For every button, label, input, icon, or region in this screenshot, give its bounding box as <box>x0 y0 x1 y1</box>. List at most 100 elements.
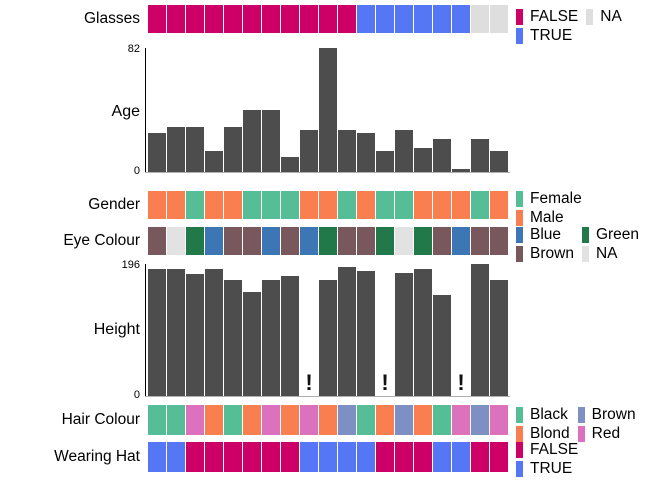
legend-label: Male <box>530 208 564 226</box>
tile <box>148 191 167 219</box>
legend-swatch-icon <box>516 8 523 25</box>
missing-value-marker: ! <box>457 370 465 395</box>
bar-slot <box>452 48 471 172</box>
legend-item[interactable]: FALSE <box>516 440 578 459</box>
legend-item[interactable]: FALSE <box>516 7 578 26</box>
tile <box>471 227 490 255</box>
bar-slot <box>167 264 186 396</box>
tile-strip-glasses <box>148 5 508 33</box>
legend-swatch-icon <box>516 460 523 477</box>
legend-item[interactable]: Blue <box>516 225 574 244</box>
legend-label: FALSE <box>530 440 579 458</box>
bar-slot: ! <box>300 264 319 396</box>
missing-value-marker: ! <box>381 370 389 395</box>
tile <box>205 5 224 33</box>
bar <box>167 269 185 396</box>
tile <box>167 191 186 219</box>
bar-slot <box>224 264 243 396</box>
bar-slot <box>262 48 281 172</box>
legend-label: Green <box>595 225 640 243</box>
legend-label: NA <box>595 244 618 262</box>
legend-item[interactable]: Brown <box>516 244 574 263</box>
tile <box>395 442 414 472</box>
tile <box>205 191 224 219</box>
bar <box>395 129 413 172</box>
row-age: 82 0 Age <box>0 44 672 177</box>
tile <box>433 442 452 472</box>
legend-label: Brown <box>530 244 574 262</box>
tile <box>414 227 433 255</box>
tile <box>262 442 281 472</box>
tile <box>395 227 414 255</box>
legend-item[interactable]: TRUE <box>516 459 578 478</box>
bar <box>262 110 280 172</box>
bar-slot <box>281 48 300 172</box>
tile <box>414 5 433 33</box>
bar-slot <box>338 48 357 172</box>
bar <box>205 150 223 172</box>
tile <box>490 405 508 435</box>
tile <box>338 227 357 255</box>
tile <box>167 227 186 255</box>
legend-item[interactable]: Red <box>577 424 636 443</box>
legend-item[interactable]: NA <box>581 244 639 263</box>
tile <box>433 405 452 435</box>
legend-label: NA <box>600 7 622 25</box>
bar-slot <box>167 48 186 172</box>
bar-slot <box>471 264 490 396</box>
legend-item[interactable]: Female <box>516 189 582 208</box>
legend-item[interactable]: Blond <box>516 424 570 443</box>
bar <box>319 48 337 172</box>
tile <box>490 227 508 255</box>
bar-slot <box>471 48 490 172</box>
height-axis-max-label: 196 <box>121 259 140 271</box>
tile <box>319 227 338 255</box>
tile <box>414 442 433 472</box>
bar-slot <box>281 264 300 396</box>
legend-label: Blond <box>530 424 570 442</box>
tile <box>148 442 167 472</box>
legend-item[interactable]: Black <box>516 405 570 424</box>
tile <box>338 405 357 435</box>
bar-slot <box>186 264 205 396</box>
bar <box>433 294 451 396</box>
bar-slot <box>338 264 357 396</box>
tile <box>148 405 167 435</box>
tile <box>243 191 262 219</box>
tile <box>186 5 205 33</box>
tile <box>205 405 224 435</box>
tile <box>300 191 319 219</box>
tile-strip-wearing-hat <box>148 442 508 472</box>
tile <box>471 5 490 33</box>
bar-slot <box>319 264 338 396</box>
bar-slot: ! <box>452 264 471 396</box>
legend-swatch-icon <box>516 406 523 423</box>
legend-item[interactable]: TRUE <box>516 26 578 45</box>
legend-item[interactable]: Green <box>581 225 640 244</box>
age-baseline <box>145 172 510 174</box>
tile <box>262 191 281 219</box>
row-label-hair-colour: Hair Colour <box>61 411 140 428</box>
bar <box>433 138 451 172</box>
tile <box>281 405 300 435</box>
bar-slot <box>205 48 224 172</box>
legend-item[interactable]: NA <box>586 7 622 26</box>
legend-item[interactable]: Male <box>516 208 582 227</box>
tile <box>148 5 167 33</box>
tile <box>205 227 224 255</box>
bar-slot <box>243 264 262 396</box>
row-label-eye-colour: Eye Colour <box>63 232 140 249</box>
legend-item[interactable]: Brown <box>577 405 636 424</box>
legend-swatch-icon <box>516 425 523 442</box>
